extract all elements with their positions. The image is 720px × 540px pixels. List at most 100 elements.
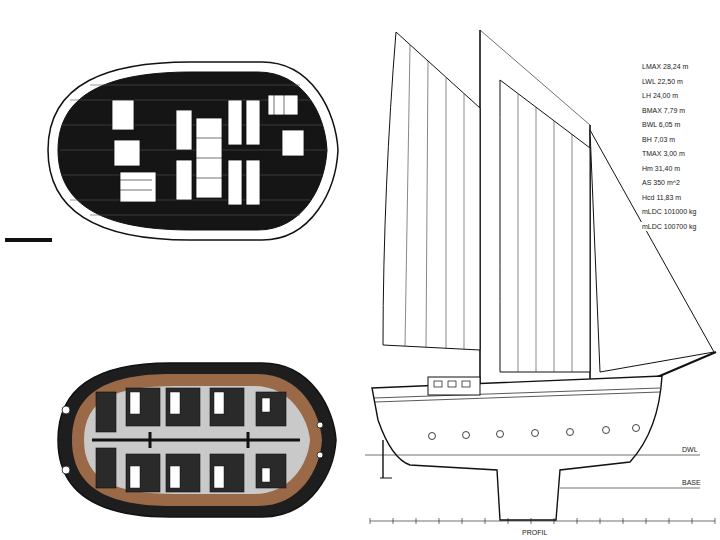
interior-plan-part — [214, 466, 224, 488]
interior-plan-part — [210, 454, 244, 492]
reference-lines-part — [365, 455, 700, 456]
spec-value: AS 350 m^2 — [641, 178, 681, 187]
interior-plan-part — [62, 406, 323, 474]
interior-plan-part — [126, 454, 160, 492]
sail-plan-part — [518, 94, 572, 372]
reference-lines-part — [485, 518, 486, 524]
interior-plan-part — [126, 388, 160, 426]
sail-plan-part — [446, 78, 447, 348]
interior-plan-part — [256, 454, 286, 488]
reference-lines-part — [439, 518, 440, 524]
deck-plan-part — [282, 130, 304, 156]
reference-lines-part — [715, 518, 716, 524]
spec-value: TMAX 3,00 m — [641, 149, 686, 158]
hull-profile-part — [434, 381, 442, 387]
sail-plan-part — [536, 107, 537, 372]
sail-plan-part — [572, 134, 573, 372]
reference-lines-part — [370, 518, 715, 524]
deck-plan-part — [58, 72, 327, 230]
deck-plan-part — [176, 110, 192, 150]
spec-value: mLDC 100700 kg — [641, 222, 697, 231]
deck-plan-part — [48, 62, 338, 240]
deck-plan-part — [90, 85, 300, 86]
deck-plan-part — [196, 158, 222, 159]
view-title: PROFIL — [521, 528, 548, 537]
interior-plan-part — [317, 452, 323, 458]
reference-lines-part — [623, 518, 624, 524]
reference-lines-part — [646, 518, 647, 524]
reference-lines-part — [508, 518, 509, 524]
deck-plan-part — [116, 95, 284, 190]
reference-lines — [365, 455, 715, 524]
spec-value: Hcd 11,83 m — [641, 193, 682, 202]
reference-lines-part — [554, 518, 555, 524]
interior-plan-part — [214, 392, 224, 414]
deck-plan-part — [228, 100, 242, 145]
sail-plan-part — [518, 94, 519, 372]
deck-plan-part — [284, 95, 285, 115]
hull-profile-part — [428, 377, 480, 395]
hull-profile-part — [567, 429, 574, 436]
hull-profile-part — [429, 433, 436, 440]
sail-plan-part — [405, 45, 410, 346]
hull-profile-part — [372, 376, 662, 520]
deck-plan-part — [112, 100, 134, 130]
deck-plan-part — [196, 138, 222, 139]
interior-plan-part — [170, 392, 180, 414]
spec-value: Hm 31,40 m — [641, 164, 681, 173]
spec-value: BH 7,03 m — [641, 135, 676, 144]
deck-plan-part — [112, 95, 304, 205]
interior-plan-part — [92, 439, 300, 442]
hull-profile-part — [434, 381, 470, 387]
hull-profile-part — [462, 381, 470, 387]
hull-profile-part — [532, 430, 539, 437]
reference-lines-part — [462, 518, 463, 524]
hull-profile-part — [463, 432, 470, 439]
deck-plan-part — [228, 160, 242, 205]
interior-plan-part — [92, 432, 300, 448]
interior-plan-part — [62, 406, 70, 414]
deck-plan — [5, 62, 338, 240]
deck-plan-part — [246, 100, 260, 145]
baseline-label: BASE — [681, 478, 702, 487]
sail-plan-part — [500, 80, 590, 372]
deck-plan-part — [116, 190, 152, 191]
spec-value: LH 24,00 m — [641, 91, 679, 100]
deck-plan-part — [60, 85, 326, 215]
sail-plan-part — [554, 121, 555, 372]
hull-profile — [372, 376, 662, 520]
deck-plan-part — [196, 178, 222, 179]
reference-lines-part — [600, 518, 601, 524]
reference-lines-part — [370, 521, 715, 522]
deck-plan-part — [246, 160, 260, 205]
deck-plan-part — [196, 118, 222, 198]
deck-plan-part — [268, 95, 298, 115]
interior-plan-part — [262, 398, 270, 412]
deck-plan-part — [90, 215, 300, 216]
deck-plan-part — [114, 140, 140, 166]
hull-profile-part — [374, 388, 660, 398]
reference-lines-part — [393, 518, 394, 524]
hull-profile-part — [448, 381, 456, 387]
interior-plan-part — [130, 392, 140, 414]
interior-plan-part — [166, 388, 200, 426]
reference-lines-part — [416, 518, 417, 524]
interior-plan-part — [317, 422, 323, 428]
deck-plan-part — [176, 160, 192, 200]
sail-plan-part — [655, 352, 716, 378]
interior-plan-part — [72, 374, 322, 506]
interior-plan-part — [247, 432, 250, 448]
reference-lines-part — [370, 518, 371, 524]
spec-value: mLDC 101000 kg — [641, 207, 697, 216]
sail-plan-part — [590, 130, 714, 372]
hull-profile-part — [429, 425, 640, 440]
hull-profile-part — [497, 431, 504, 438]
hull-profile-part — [380, 478, 392, 479]
interior-plan — [58, 363, 336, 517]
interior-plan-part — [84, 386, 310, 494]
deck-plan-part — [116, 180, 152, 181]
hull-profile-part — [633, 425, 640, 432]
reference-lines-part — [531, 518, 532, 524]
